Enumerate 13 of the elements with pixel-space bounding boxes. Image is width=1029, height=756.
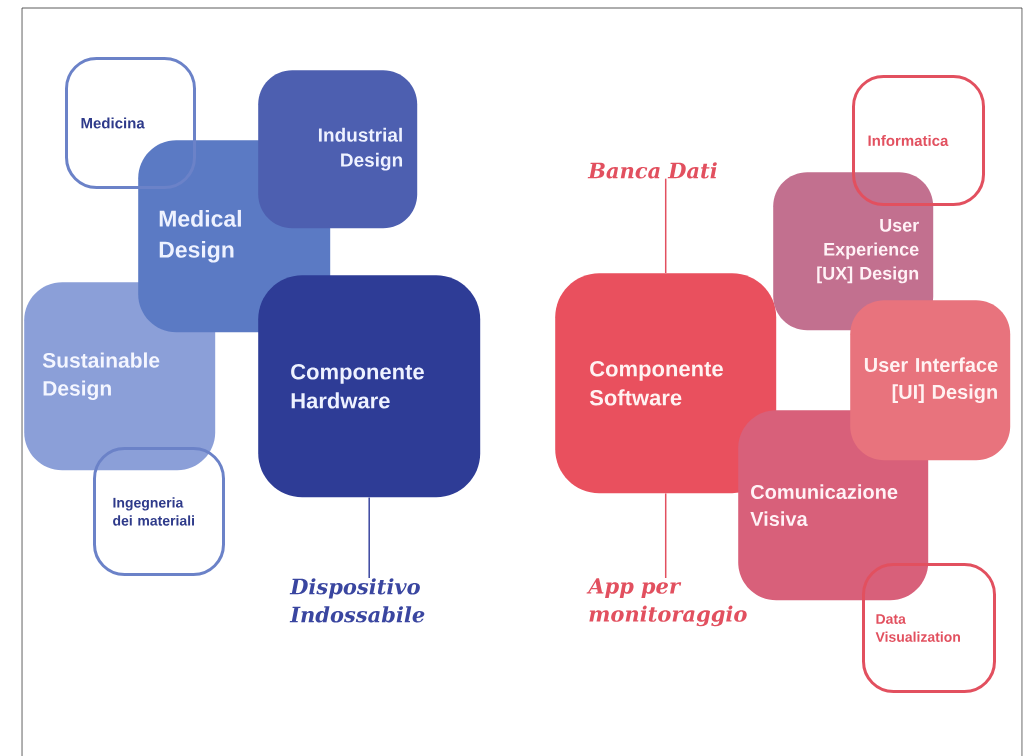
rounded-box: Medicina bbox=[65, 57, 196, 189]
rounded-box: User Experience [UX] Design bbox=[773, 172, 934, 331]
rounded-box: Componente Hardware bbox=[258, 275, 481, 498]
rounded-box: Ingegneria dei materiali bbox=[93, 447, 225, 576]
caption-text: Dispositivo Indossabile bbox=[289, 578, 425, 623]
caption-text: Banca Dati bbox=[587, 162, 717, 179]
rounded-box: Data Visualization bbox=[862, 563, 996, 693]
connector-line bbox=[664, 177, 667, 274]
connector-line bbox=[664, 492, 667, 579]
connector-line bbox=[368, 496, 370, 579]
rounded-box: User Interface [UI] Design bbox=[850, 300, 1011, 461]
rounded-box: Industrial Design bbox=[258, 70, 418, 229]
rounded-box: Informatica bbox=[852, 75, 985, 206]
